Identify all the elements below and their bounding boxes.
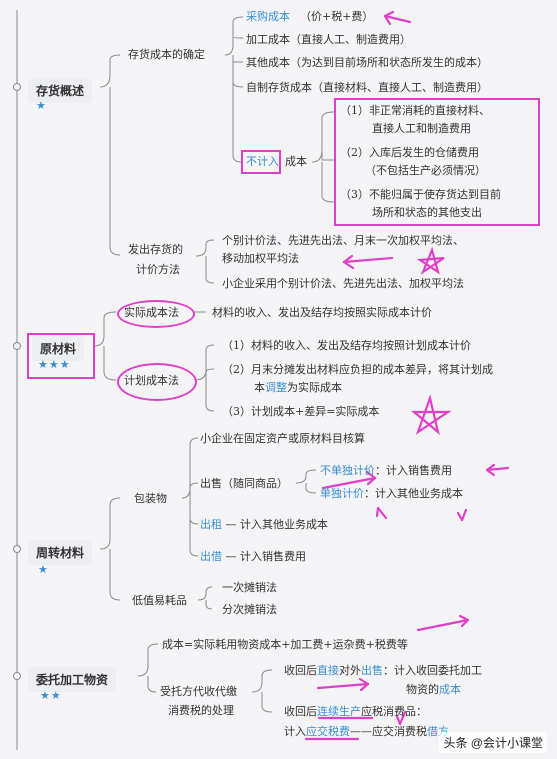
separately-priced: 单独计价：计入其他业务成本 <box>320 487 463 500</box>
low-value-consumables: 低值易耗品 <box>132 594 187 607</box>
issue-method-label: 发出存货的 <box>128 243 183 256</box>
excluded-highlight-box <box>241 150 281 174</box>
star-rating: ★★ <box>40 689 62 702</box>
other-cost: 其他成本（为达到目前场所和状态所发生的成本） <box>246 56 488 69</box>
actual-cost-method: 实际成本法 <box>124 306 179 319</box>
exclusion-1: （1）非正常消耗的直接材料、 <box>340 104 490 117</box>
plan-cost-oval <box>117 363 197 401</box>
tax-handling-label: 受托方代收代缴 <box>160 685 237 698</box>
topic-turnover-materials[interactable]: 周转材料 <box>28 540 93 565</box>
tax-handling-label-2: 消费税的处理 <box>168 704 234 717</box>
raw-materials-highlight-box <box>27 333 95 379</box>
consigned-cost-formula: 成本=实际耗用物资成本+加工费+运杂费+税费等 <box>162 638 408 651</box>
source-watermark: 头条 @会计小课堂 <box>439 732 547 753</box>
issue-methods-1-cont: 移动加权平均法 <box>222 252 299 265</box>
cost-determination-label: 存货成本的确定 <box>128 48 205 61</box>
sale-with-goods: 出售（随同商品） <box>200 477 288 490</box>
direct-sale-after-recovery: 收回后直接对外出售：计入收回委托加工 <box>284 664 482 677</box>
purchase-cost: 采购成本 <box>246 10 290 23</box>
purchase-formula: （价+税+费） <box>300 10 374 23</box>
exclusion-2-cont: （不包括生产必须情况） <box>365 164 486 177</box>
plan-cost-1: （1）材料的收入、发出及结存均按照计划成本计价 <box>222 339 471 352</box>
exclusion-2: （2）入库后发生的仓储费用 <box>340 146 479 159</box>
small-biz-note: 小企业在固定资产或原材料目核算 <box>200 432 365 445</box>
plan-cost-3: （3）计划成本+差异=实际成本 <box>222 405 380 418</box>
actual-cost-desc: 材料的收入、发出及结存均按照实际成本计价 <box>212 306 432 319</box>
issue-methods-1: 个别计价法、先进先出法、月末一次加权平均法、 <box>222 234 464 247</box>
actual-cost-oval <box>117 300 195 328</box>
star-rating: ★ <box>38 563 49 576</box>
lend-out: 出借 — 计入销售费用 <box>200 550 306 563</box>
continued-production-tax: 计入应交税费——应交消费税借方 <box>284 725 449 738</box>
not-separately-priced: 不单独计价：计入销售费用 <box>320 464 452 477</box>
exclusions-highlight-box <box>334 98 540 226</box>
continued-production: 收回后连续生产应税消费品： <box>284 705 427 718</box>
topic-inventory-overview[interactable]: 存货概述 <box>28 78 93 103</box>
packaging-label: 包装物 <box>134 492 167 505</box>
split-amortization: 分次摊销法 <box>222 603 277 616</box>
direct-sale-after-recovery-cont: 物资的成本 <box>406 683 461 696</box>
issue-methods-2: 小企业采用个别计价法、先进先出法、加权平均法 <box>222 277 464 290</box>
exclusion-3-cont: 场所和状态的其他支出 <box>372 206 482 219</box>
plan-cost-2: （2）月末分摊发出材料应负担的成本差异，将其计划成 <box>222 363 493 376</box>
one-time-amortization: 一次摊销法 <box>222 581 277 594</box>
rent-out: 出租 — 计入其他业务成本 <box>200 518 328 531</box>
plan-cost-2-cont: 本调整为实际成本 <box>254 381 342 394</box>
exclusion-1-cont: 直接人工和制造费用 <box>372 122 471 135</box>
processing-cost: 加工成本（直接人工、制造费用） <box>246 33 411 46</box>
excluded-label: 不计入 <box>246 155 279 168</box>
exclusion-3: （3）不能归属于使存货达到目前 <box>340 188 501 201</box>
excluded-label-suffix: 成本 <box>285 155 307 168</box>
star-rating: ★ <box>36 99 47 112</box>
topic-raw-materials[interactable]: 原材料 <box>32 336 85 361</box>
topic-consigned-processing[interactable]: 委托加工物资 <box>28 667 117 692</box>
star-rating: ★★★ <box>38 358 71 371</box>
issue-method-label-2: 计价方法 <box>136 263 180 276</box>
plan-cost-method: 计划成本法 <box>124 374 179 387</box>
self-made-cost: 自制存货成本（直接材料、直接人工、制造费用） <box>246 81 488 94</box>
